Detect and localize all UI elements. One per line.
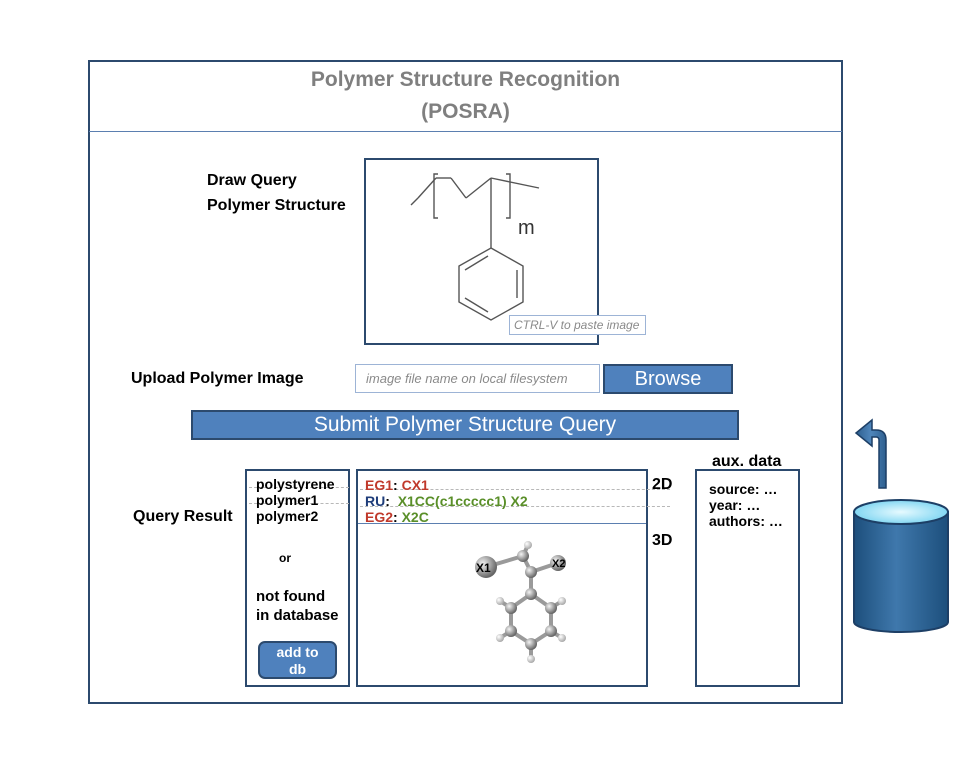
aux-data-title: aux. data [712,453,782,470]
query-result-label: Query Result [133,508,233,525]
aux-source: source: … [709,481,778,497]
browse-button[interactable]: Browse [603,364,733,394]
not-found-text: not found in database [256,588,339,624]
ru-row: RU: X1CC(c1ccccc1) X2 [365,493,528,509]
row-divider [249,487,349,488]
atom-label-x1: X1 [476,561,491,575]
draw-label: Draw Query Polymer Structure [207,172,346,214]
label-2d: 2D [652,476,673,493]
repeat-subscript: m [518,217,535,239]
aux-data-list: source: … year: … authors: … [709,481,783,529]
page-title: Polymer Structure Recognition [310,68,621,91]
drawing-canvas[interactable]: m CTRL-V to paste image [364,158,646,345]
row-divider [360,489,670,490]
aux-year: year: … [709,497,761,513]
paste-hint[interactable]: CTRL-V to paste image [509,315,646,335]
result-list: polystyrene polymer1 polymer2 or not fou… [245,469,350,687]
add-to-db-button[interactable]: add to db [258,641,337,679]
file-name-input[interactable]: image file name on local filesystem [355,364,600,393]
or-text: or [279,551,291,565]
eg2-row: EG2: X2C [365,509,429,525]
result-item[interactable]: polymer2 [256,508,319,524]
eg1-row: EG1: CX1 [365,477,429,493]
upload-label: Upload Polymer Image [131,370,304,387]
aux-data-panel: source: … year: … authors: … [695,469,800,687]
result-item[interactable]: polymer1 [256,492,319,508]
database-icon [853,418,949,633]
structure-drawing [410,173,540,321]
result-item[interactable]: polystyrene [256,476,335,492]
section-divider [358,523,646,524]
aux-authors: authors: … [709,513,783,529]
structure-panel: EG1: CX1 RU: X1CC(c1ccccc1) X2 EG2: X2C [356,469,670,687]
atom-label-x2: X2 [552,558,566,570]
row-divider [249,503,349,504]
main-frame [88,60,843,704]
label-3d: 3D [652,532,673,549]
row-divider [360,506,670,507]
submit-query-button[interactable]: Submit Polymer Structure Query [191,410,739,440]
page-subtitle: (POSRA) [421,100,510,123]
molecule-3d-model [475,541,566,663]
title-divider [89,131,842,132]
